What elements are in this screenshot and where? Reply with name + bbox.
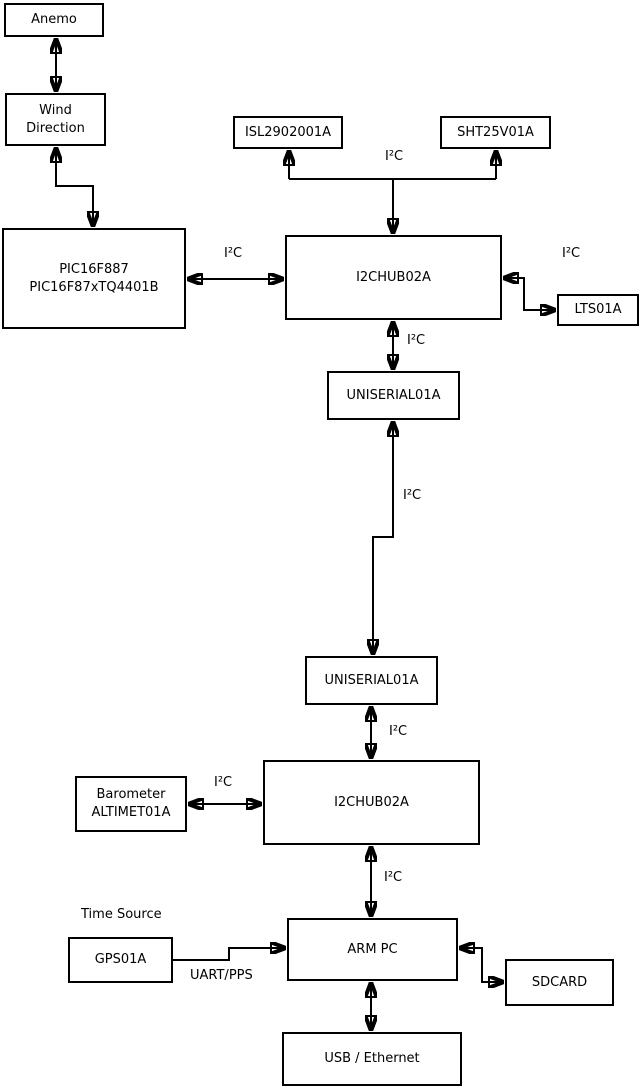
connector-i2chub-lts [504,278,555,310]
edge-label-i2c-hub-lts: I²C [562,246,581,261]
connector-gps-armpc [173,948,285,961]
node-isl2902001a: ISL2902001A [233,116,343,149]
edge-label-i2c-hub-armpc: I²C [384,870,403,885]
node-wind-direction: Wind Direction [5,93,106,146]
node-usb-ethernet: USB / Ethernet [282,1032,462,1086]
connector-uniserial-uniserial [373,422,393,654]
node-sdcard: SDCARD [505,959,614,1006]
node-lts01a: LTS01A [557,294,639,326]
node-barometer-altimet01a: Barometer ALTIMET01A [75,776,187,832]
edge-label-i2c-uniserial-link: I²C [403,488,422,503]
node-uniserial01a-lower: UNISERIAL01A [305,656,438,705]
node-gps01a: GPS01A [68,937,173,983]
edge-label-i2c-uniserial-hub: I²C [389,724,408,739]
edge-label-i2c-barometer-hub: I²C [214,775,233,790]
node-pic16f887: PIC16F887 PIC16F87xTQ4401B [2,228,186,329]
edge-label-uart-pps: UART/PPS [190,968,253,983]
edge-label-i2c-hub-uniserial: I²C [407,333,426,348]
edge-label-time-source: Time Source [81,907,162,922]
edge-label-i2c-sensors: I²C [385,149,404,164]
node-i2chub02a-lower: I2CHUB02A [263,760,480,845]
node-i2chub02a-upper: I2CHUB02A [285,235,502,320]
edge-label-i2c-pic-hub: I²C [224,246,243,261]
connector-wind-pic [56,148,93,226]
node-sht25v01a: SHT25V01A [440,116,551,149]
node-uniserial01a-upper: UNISERIAL01A [327,371,460,420]
node-arm-pc: ARM PC [287,918,458,981]
node-anemo: Anemo [4,3,104,37]
connector-armpc-sdcard [460,948,503,982]
